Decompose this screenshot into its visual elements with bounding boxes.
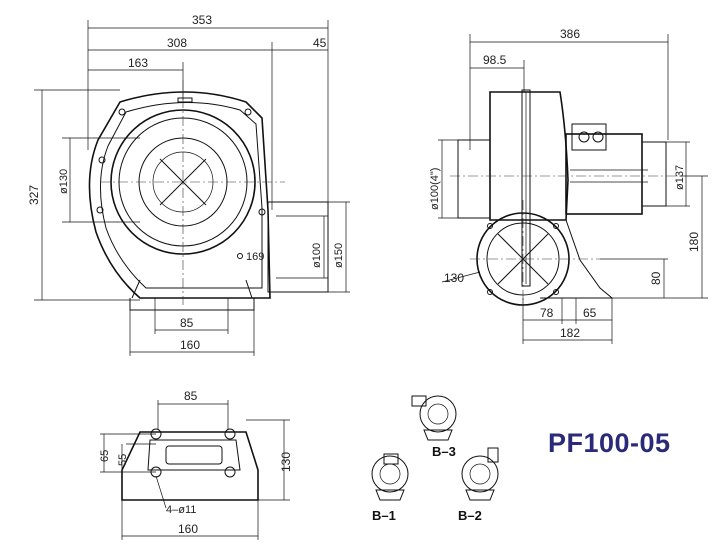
dim-base-h-a: 65 — [99, 450, 111, 462]
dim-side-length: 386 — [560, 27, 580, 41]
dim-holes: 4–ø11 — [166, 504, 196, 516]
dim-height: 327 — [27, 185, 41, 205]
base-view: 85 65 55 130 4–ø11 160 — [99, 389, 293, 540]
dim-overall-width: 353 — [192, 13, 212, 27]
dim-inlet-dia: ø130 — [58, 169, 70, 194]
orientation-b2 — [461, 447, 499, 501]
dim-to-center: 163 — [128, 56, 148, 70]
nameplate-label: 169 — [246, 251, 264, 263]
dim-base-h-b: 55 — [117, 454, 129, 466]
dim-base-height: 80 — [649, 271, 663, 285]
side-view: 386 98.5 ø100(4") ø137 — [429, 27, 708, 344]
dim-radius: 130 — [444, 271, 464, 285]
dim-side-height: 180 — [687, 232, 701, 252]
dim-base-b: 65 — [583, 306, 597, 320]
dim-base-a: 78 — [540, 306, 554, 320]
dim-base-inner: 85 — [180, 316, 194, 330]
dim-base-width: 160 — [178, 522, 198, 536]
dim-outlet-depth: 45 — [313, 36, 327, 50]
dim-outlet-inner: ø100 — [311, 243, 323, 268]
dim-base-outer: 160 — [180, 338, 200, 352]
model-number: PF100-05 — [548, 428, 671, 458]
dim-outlet-outer: ø150 — [333, 243, 345, 268]
orientation-label-b3: B–3 — [432, 444, 456, 459]
dim-to-outlet: 308 — [167, 36, 187, 50]
dim-inlet-offset: 98.5 — [483, 53, 507, 67]
orientation-b1 — [371, 453, 409, 501]
orientation-label-b1: B–1 — [372, 508, 396, 523]
dim-motor-dia: ø137 — [674, 165, 686, 190]
orientation-label-b2: B–2 — [458, 508, 482, 523]
orientation-b3 — [411, 395, 457, 441]
dim-base-top: 85 — [184, 389, 198, 403]
dim-side-inlet: ø100(4") — [429, 168, 441, 210]
dim-base-h-total: 130 — [279, 452, 293, 472]
front-view: 353 308 45 163 327 ø130 — [27, 13, 350, 356]
dim-base-total: 182 — [560, 326, 580, 340]
